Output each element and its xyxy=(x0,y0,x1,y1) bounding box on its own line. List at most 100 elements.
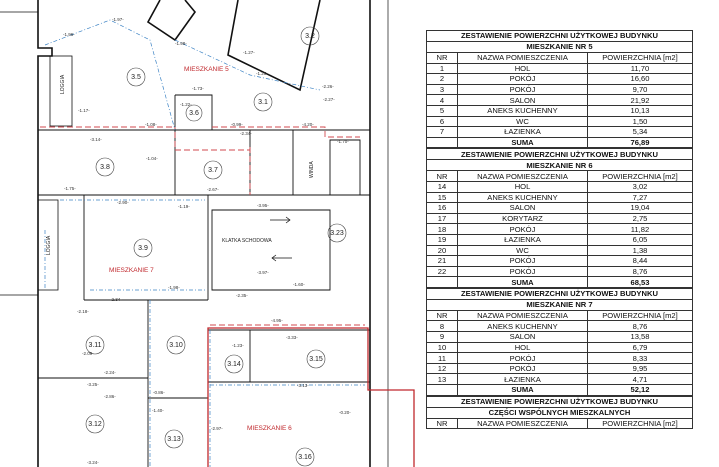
dimension-label: -4.20- xyxy=(302,122,314,127)
room-name-cell: SALON xyxy=(457,94,588,106)
dimension-label: -2.34- xyxy=(110,297,122,302)
grid-lines xyxy=(0,0,389,467)
room-number: 3.8 xyxy=(100,164,110,171)
dimension-label: -3.97- xyxy=(257,270,269,275)
column-header: POWIERZCHNIA [m2] xyxy=(587,309,693,322)
room-number: 3.14 xyxy=(227,361,241,368)
room-name-cell: ŁAZIENKA xyxy=(457,373,588,386)
room-nr-cell: 8 xyxy=(426,320,458,333)
dimension-label: -2.24- xyxy=(104,370,116,375)
dimension-label: -2.86- xyxy=(104,394,116,399)
dimension-label: -3.24- xyxy=(87,460,99,465)
room-nr-cell: 7 xyxy=(426,126,458,138)
room-name-cell: HOL xyxy=(457,180,588,193)
dimension-label: -2.27- xyxy=(323,97,335,102)
table-title: ZESTAWIENIE POWIERZCHNI UŻYTKOWEJ BUDYNK… xyxy=(426,395,693,408)
table-title: ZESTAWIENIE POWIERZCHNI UŻYTKOWEJ BUDYNK… xyxy=(426,148,693,161)
stair-arrows xyxy=(270,216,292,262)
room-nr-cell: 21 xyxy=(426,255,458,267)
room-name-cell: SALON xyxy=(457,331,588,343)
dimension-label: -0.99- xyxy=(231,122,243,127)
dimension-label: -2.67- xyxy=(207,187,219,192)
dimension-label: -2.09- xyxy=(82,351,94,356)
column-header: NR xyxy=(426,309,458,322)
apartment-label: MIESZKANIE 5 xyxy=(184,66,229,73)
table-title-row: ZESTAWIENIE POWIERZCHNI UŻYTKOWEJ BUDYNK… xyxy=(426,148,693,161)
apartment-6-outline xyxy=(207,327,415,467)
room-name-cell: WC xyxy=(457,244,588,257)
room-name-cell: ANEKS KUCHENNY xyxy=(457,104,588,117)
table-title-row: MIESZKANIE NR 7 xyxy=(426,298,693,311)
room-nr-cell: 3 xyxy=(426,83,458,96)
dimension-label: -1.98- xyxy=(168,285,180,290)
room-number: 3.1 xyxy=(258,99,268,106)
dimension-label: -3.95- xyxy=(257,203,269,208)
dimension-lines xyxy=(44,19,365,467)
room-number: 3.15 xyxy=(309,356,323,363)
table-title: MIESZKANIE NR 7 xyxy=(426,298,693,311)
room-area-cell: 8,76 xyxy=(587,320,693,333)
dimension-label: -0.86- xyxy=(153,390,165,395)
table-title: MIESZKANIE NR 6 xyxy=(426,159,693,172)
room-nr-cell: 11 xyxy=(426,352,458,364)
room-area-cell: 11,70 xyxy=(587,62,693,75)
dimension-label: -2.90- xyxy=(117,200,129,205)
dimension-label: -3.13- xyxy=(297,383,309,388)
dimension-label: -0.20- xyxy=(339,410,351,415)
room-number: 3.7 xyxy=(208,167,218,174)
room-nr-cell: 4 xyxy=(426,94,458,106)
room-number: 3.11 xyxy=(88,342,101,349)
room-number: 3.23 xyxy=(330,230,344,237)
room-name-cell: POKÓJ xyxy=(457,83,588,96)
area-table: ZESTAWIENIE POWIERZCHNI UŻYTKOWEJ BUDYNK… xyxy=(426,148,693,288)
table-title: MIESZKANIE NR 5 xyxy=(426,41,693,53)
column-header: POWIERZCHNIA [m2] xyxy=(587,170,693,182)
room-name-cell: WC xyxy=(457,115,588,128)
table-title-row: MIESZKANIE NR 6 xyxy=(426,159,693,172)
column-header: NR xyxy=(426,417,458,430)
room-nr-cell: 2 xyxy=(426,73,458,85)
dimension-label: -1.27- xyxy=(243,50,255,55)
room-area-cell: 1,38 xyxy=(587,244,693,257)
room-number: 3.6 xyxy=(189,110,199,117)
dimension-label: -1.96- xyxy=(63,32,75,37)
room-area-cell: 8,76 xyxy=(587,265,693,278)
room-area-cell: 10,13 xyxy=(587,104,693,117)
table-title: ZESTAWIENIE POWIERZCHNI UŻYTKOWEJ BUDYNK… xyxy=(426,287,693,300)
room-name-cell: ANEKS KUCHENNY xyxy=(457,320,588,333)
area-table: ZESTAWIENIE POWIERZCHNI UŻYTKOWEJ BUDYNK… xyxy=(426,287,693,396)
elevator-label: WINDA xyxy=(309,161,315,178)
dimension-label: -4.95- xyxy=(271,318,283,323)
walls xyxy=(37,0,371,467)
dimension-label: -2.97- xyxy=(211,426,223,431)
room-area-cell: 3,02 xyxy=(587,180,693,193)
column-header: NR xyxy=(426,170,458,182)
room-nr-cell: 9 xyxy=(426,331,458,343)
room-area-cell: 13,58 xyxy=(587,331,693,343)
sum-spacer xyxy=(426,276,458,288)
dimension-label: -2.26- xyxy=(322,84,334,89)
dimension-label: -1.04- xyxy=(146,156,158,161)
table-title-row: CZĘŚCI WSPÓLNYCH MIESZKALNYCH xyxy=(426,406,693,419)
room-nr-cell: 17 xyxy=(426,212,458,225)
room-nr-cell: 20 xyxy=(426,244,458,257)
column-header: NAZWA POMIESZCZENIA xyxy=(457,170,588,182)
dimension-label: -1.08- xyxy=(145,122,157,127)
room-area-cell: 16,60 xyxy=(587,73,693,85)
room-area-cell: 2,75 xyxy=(587,212,693,225)
room-nr-cell: 1 xyxy=(426,62,458,75)
room-nr-cell: 15 xyxy=(426,191,458,204)
room-area-cell: 9,95 xyxy=(587,362,693,375)
